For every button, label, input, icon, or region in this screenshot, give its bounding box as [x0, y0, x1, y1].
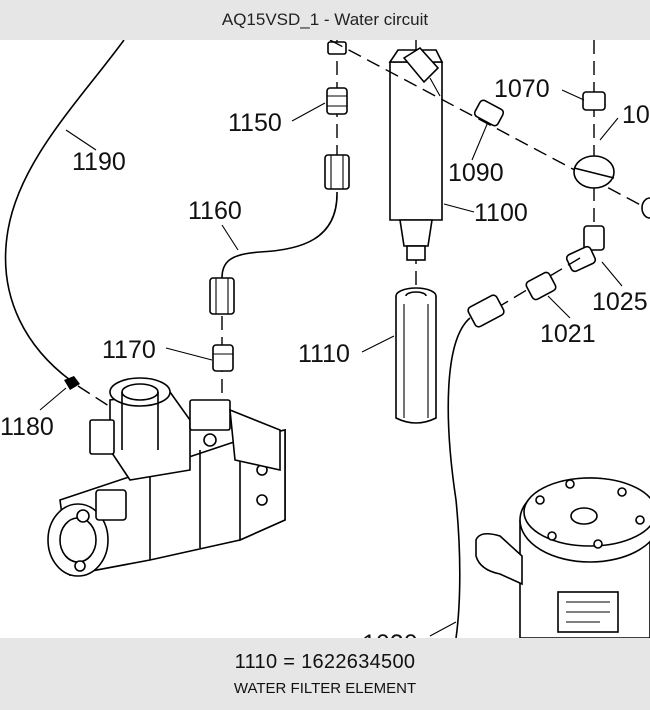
- leader-1020: [429, 621, 457, 637]
- leader-1150: [291, 102, 326, 122]
- leader-1070: [561, 89, 585, 101]
- hose-1160[interactable]: [221, 191, 338, 279]
- callout-1170[interactable]: 1170: [102, 336, 156, 364]
- fitting-1150[interactable]: [326, 87, 348, 115]
- leader-1170: [165, 347, 213, 361]
- leader-1090: [471, 121, 489, 161]
- callout-1150[interactable]: 1150: [228, 109, 282, 137]
- fitting-1025[interactable]: [565, 225, 605, 273]
- hose-1190[interactable]: [4, 40, 125, 381]
- part-description: WATER FILTER ELEMENT: [233, 680, 417, 697]
- fitting-1170[interactable]: [212, 344, 234, 372]
- leader-10xx: [599, 117, 619, 141]
- fitting-1090[interactable]: [473, 99, 505, 127]
- fitting-1070[interactable]: [582, 91, 606, 111]
- leader-1100: [443, 203, 475, 213]
- filter-housing-1100[interactable]: [388, 46, 444, 261]
- leader-1160: [221, 224, 239, 251]
- tee-fitting[interactable]: [573, 155, 650, 219]
- part-number-line: 1110 = 1622634500: [234, 651, 416, 673]
- separator-tank-1020[interactable]: [475, 477, 650, 638]
- window-title: AQ15VSD_1 - Water circuit: [221, 10, 429, 29]
- fitting-1180[interactable]: [64, 376, 113, 409]
- leader-1021: [547, 295, 571, 319]
- leader-1190: [65, 129, 97, 151]
- callout-1180[interactable]: 1180: [0, 413, 54, 441]
- fitting-1021[interactable]: [525, 271, 557, 301]
- leader-1025: [601, 261, 623, 287]
- leader-1180: [39, 387, 67, 411]
- selected-part-info: 1110 = 1622634500 WATER FILTER ELEMENT: [0, 638, 650, 710]
- callout-1190[interactable]: 1190: [72, 148, 126, 176]
- nut-1160-upper[interactable]: [324, 154, 350, 190]
- callout-1025[interactable]: 1025: [592, 288, 648, 316]
- hose-to-1020[interactable]: [447, 317, 471, 638]
- compressor-element[interactable]: [47, 377, 286, 577]
- water-circuit-diagram[interactable]: 1190 1150 1160 1170 1180 1110 1090 1100 …: [0, 40, 650, 638]
- leader-1110: [361, 335, 395, 353]
- callout-1020[interactable]: 1020: [362, 630, 418, 638]
- callout-1160[interactable]: 1160: [188, 197, 242, 225]
- nut-1160-lower[interactable]: [209, 277, 235, 315]
- nut-hose-right[interactable]: [467, 294, 506, 328]
- callout-1110[interactable]: 1110: [298, 340, 350, 368]
- callout-1021[interactable]: 1021: [540, 320, 596, 348]
- exploded-view-drawing[interactable]: 1190 1150 1160 1170 1180 1110 1090 1100 …: [0, 40, 650, 638]
- callout-1090[interactable]: 1090: [448, 159, 504, 187]
- window-title-bar: AQ15VSD_1 - Water circuit: [0, 0, 650, 40]
- fitting-top-stub[interactable]: [327, 41, 347, 55]
- callout-1070[interactable]: 1070: [494, 75, 550, 103]
- callout-1100[interactable]: 1100: [474, 199, 528, 227]
- callout-10xx[interactable]: 10: [622, 101, 650, 129]
- filter-element-1110[interactable]: [395, 287, 437, 424]
